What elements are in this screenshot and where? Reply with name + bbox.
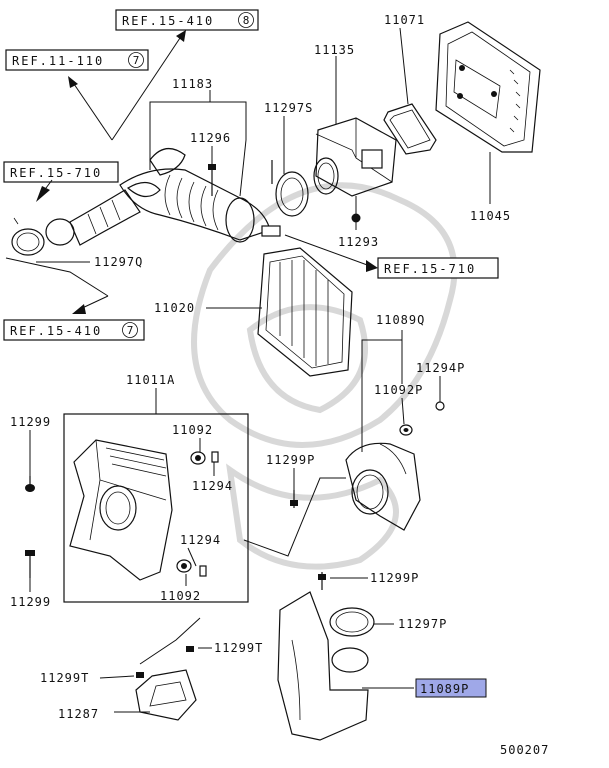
label-11299p-mid: 11299P — [266, 453, 315, 467]
label-11297q: 11297Q — [94, 255, 143, 269]
ref-box-15-410-top[interactable]: REF.15-410 — [115, 9, 259, 31]
air-filter-element-11020[interactable] — [257, 247, 353, 377]
part-labels: 11183 11135 11071 11296 11297S 11045 112… — [10, 13, 511, 721]
grommet-11092p[interactable] — [399, 424, 413, 436]
collar-11294p[interactable] — [435, 401, 445, 411]
label-11299-upper: 11299 — [10, 415, 51, 429]
air-duct-11089q[interactable] — [345, 442, 421, 531]
air-duct-11089p[interactable] — [277, 591, 369, 741]
gasket-11071[interactable] — [383, 103, 437, 155]
label-11297p: 11297P — [398, 617, 447, 631]
label-11020: 11020 — [154, 301, 195, 315]
label-11296: 11296 — [190, 131, 231, 145]
label-11092p: 11092P — [374, 383, 423, 397]
label-11011a: 11011A — [126, 373, 175, 387]
bolt-11299-lower[interactable] — [25, 550, 35, 578]
ref-circle-number-r15_410_bottom: 7 — [127, 324, 134, 337]
grommet-11092-lower[interactable] — [176, 559, 192, 573]
label-11089q: 11089Q — [376, 313, 425, 327]
label-11071: 11071 — [384, 13, 425, 27]
bolt-11299t-right[interactable] — [186, 646, 194, 652]
leader-lines — [29, 27, 491, 713]
bolt-11299p-lower[interactable] — [318, 572, 326, 590]
label-11092-upper: 11092 — [172, 423, 213, 437]
svg-text:REF.15-710: REF.15-710 — [10, 166, 102, 180]
intake-hose-11183[interactable] — [69, 148, 271, 246]
ref-box-11-110[interactable]: REF.11-110 — [5, 49, 149, 71]
collar-11294-upper[interactable] — [211, 451, 219, 463]
label-11294-upper: 11294 — [192, 479, 233, 493]
air-cleaner-case-11011a[interactable] — [69, 439, 173, 581]
ref-circle-number-r11_110: 7 — [133, 54, 140, 67]
ref-box-15-410-bottom[interactable]: REF.15-410 — [3, 319, 145, 341]
ref-circle-number-r15_410_top: 8 — [243, 14, 250, 27]
clamp-11297s[interactable] — [271, 160, 309, 217]
svg-text:REF.11-110: REF.11-110 — [12, 54, 104, 68]
label-11045: 11045 — [470, 209, 511, 223]
label-11294-lower: 11294 — [180, 533, 221, 547]
bolt-11299-upper[interactable] — [25, 476, 35, 492]
label-11299t-left: 11299T — [40, 671, 89, 685]
label-11294p: 11294P — [416, 361, 465, 375]
svg-text:REF.15-710: REF.15-710 — [384, 262, 476, 276]
label-11183: 11183 — [172, 77, 213, 91]
svg-text:REF.15-410: REF.15-410 — [122, 14, 214, 28]
air-cleaner-cover-11045[interactable] — [435, 21, 541, 153]
bolt-11296[interactable] — [208, 164, 216, 196]
highlighted-part-11089p[interactable]: 11089P — [415, 678, 487, 698]
svg-text:11089P: 11089P — [420, 682, 469, 696]
label-11299p-lower: 11299P — [370, 571, 419, 585]
diagram-code: 500207 — [500, 743, 549, 757]
grommet-11092-upper[interactable] — [190, 451, 206, 465]
ref-box-15-710-left[interactable]: REF.15-710 — [3, 161, 119, 183]
label-11092-lower: 11092 — [160, 589, 201, 603]
ref-arrows — [5, 30, 378, 314]
svg-text:REF.15-410: REF.15-410 — [10, 324, 102, 338]
bolt-11293[interactable] — [351, 196, 361, 223]
watermark-logo — [191, 182, 458, 570]
label-11293: 11293 — [338, 235, 379, 249]
bolt-11299p-mid[interactable] — [290, 490, 298, 508]
collar-11294-lower[interactable] — [199, 565, 207, 577]
label-11135: 11135 — [314, 43, 355, 57]
clamp-11297p[interactable] — [329, 607, 375, 637]
bolt-11299t-left[interactable] — [136, 672, 144, 678]
airflow-sensor-11135[interactable] — [313, 117, 397, 197]
clamp-11297q[interactable] — [11, 217, 75, 256]
label-11297s: 11297S — [264, 101, 313, 115]
label-11299-lower: 11299 — [10, 595, 51, 609]
bracket-11287[interactable] — [135, 669, 197, 721]
label-11299t-right: 11299T — [214, 641, 263, 655]
ref-box-15-710-right[interactable]: REF.15-710 — [377, 257, 499, 279]
sensor-fitting — [261, 225, 281, 237]
label-11287: 11287 — [58, 707, 99, 721]
